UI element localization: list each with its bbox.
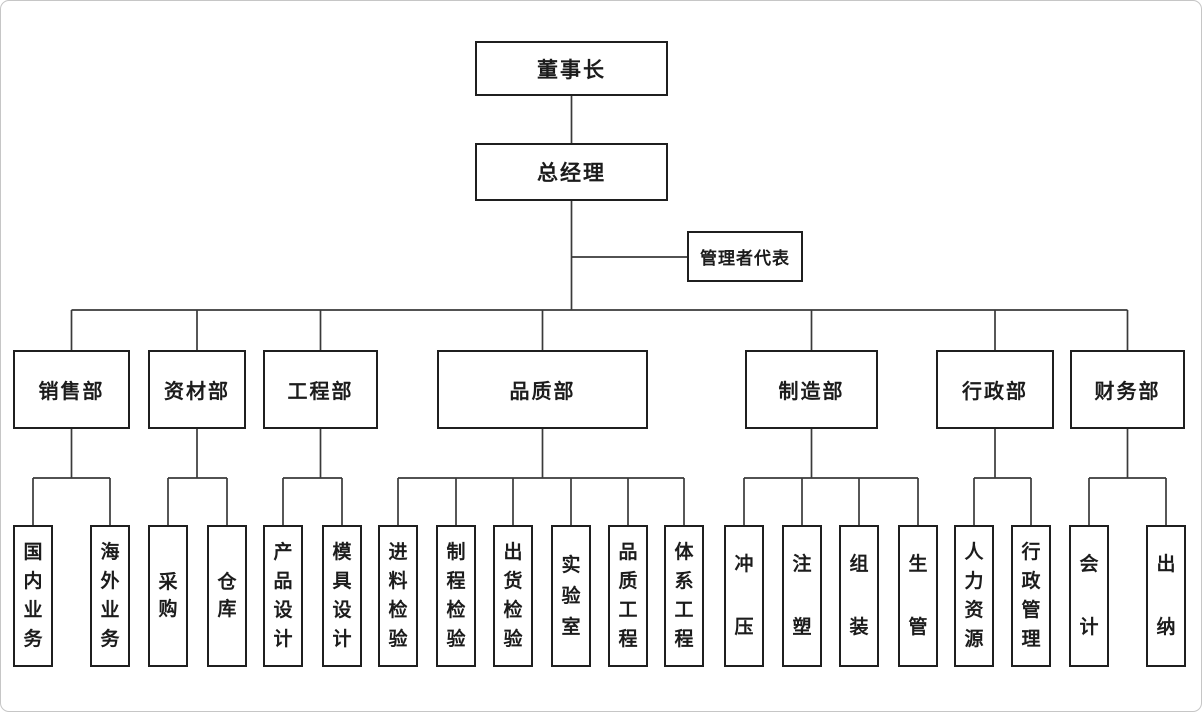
subunit-label: 出货检验 <box>503 542 523 650</box>
node-general-manager: 总经理 <box>475 143 668 201</box>
subunit-box-injection-molding: 注塑 <box>782 525 822 667</box>
subunit-label: 生管 <box>908 554 928 638</box>
dept-label: 工程部 <box>287 381 354 403</box>
subunit-label: 仓库 <box>217 572 237 620</box>
subunit-label: 国内业务 <box>23 542 43 650</box>
subunit-box-system-engineering: 体系工程 <box>664 525 704 667</box>
chairman-label: 董事长 <box>537 57 606 82</box>
dept-box-admin: 行政部 <box>936 350 1054 429</box>
node-management-rep: 管理者代表 <box>687 231 803 282</box>
subunit-box-domestic-business: 国内业务 <box>13 525 53 667</box>
subunit-label: 制程检验 <box>446 542 466 650</box>
subunit-label: 海外业务 <box>100 542 120 650</box>
subunit-label: 实验室 <box>561 554 581 638</box>
dept-label: 资材部 <box>164 381 230 403</box>
subunit-box-overseas-business: 海外业务 <box>90 525 130 667</box>
subunit-box-admin-management: 行政管理 <box>1011 525 1051 667</box>
general-manager-label: 总经理 <box>537 161 606 185</box>
dept-box-finance: 财务部 <box>1070 350 1185 429</box>
node-chairman: 董事长 <box>475 41 668 96</box>
subunit-box-stamping: 冲压 <box>724 525 764 667</box>
subunit-label: 人力资源 <box>964 542 984 650</box>
subunit-box-incoming-inspection: 进料检验 <box>378 525 418 667</box>
subunit-box-mold-design: 模具设计 <box>322 525 362 667</box>
dept-box-manufacturing: 制造部 <box>745 350 878 429</box>
subunit-box-production-control: 生管 <box>898 525 938 667</box>
subunit-label: 采购 <box>158 572 178 620</box>
subunit-label: 冲压 <box>734 554 754 638</box>
subunit-label: 进料检验 <box>388 542 408 650</box>
dept-label: 财务部 <box>1094 381 1161 403</box>
subunit-box-outgoing-inspection: 出货检验 <box>493 525 533 667</box>
subunit-label: 体系工程 <box>674 542 694 650</box>
subunit-box-purchasing: 采购 <box>148 525 188 667</box>
subunit-box-quality-engineering: 品质工程 <box>608 525 648 667</box>
subunit-box-assembly: 组装 <box>839 525 879 667</box>
dept-box-sales: 销售部 <box>13 350 130 429</box>
dept-box-quality: 品质部 <box>437 350 648 429</box>
subunit-label: 注塑 <box>792 554 812 638</box>
subunit-label: 组装 <box>849 554 869 638</box>
subunit-label: 模具设计 <box>332 542 352 650</box>
subunit-box-process-inspection: 制程检验 <box>436 525 476 667</box>
dept-label: 制造部 <box>778 381 845 403</box>
subunit-label: 产品设计 <box>273 542 293 650</box>
subunit-label: 出纳 <box>1156 554 1176 638</box>
dept-box-materials: 资材部 <box>148 350 246 429</box>
subunit-label: 会计 <box>1079 554 1099 638</box>
subunit-label: 行政管理 <box>1021 542 1041 650</box>
subunit-label: 品质工程 <box>618 542 638 650</box>
dept-box-engineering: 工程部 <box>263 350 378 429</box>
subunit-box-product-design: 产品设计 <box>263 525 303 667</box>
subunit-box-warehouse: 仓库 <box>207 525 247 667</box>
subunit-box-human-resources: 人力资源 <box>954 525 994 667</box>
dept-label: 销售部 <box>38 381 105 403</box>
subunit-box-accounting: 会计 <box>1069 525 1109 667</box>
subunit-box-laboratory: 实验室 <box>551 525 591 667</box>
dept-label: 行政部 <box>962 381 1028 403</box>
subunit-box-cashier: 出纳 <box>1146 525 1186 667</box>
dept-label: 品质部 <box>509 381 576 403</box>
management-rep-label: 管理者代表 <box>700 249 790 268</box>
